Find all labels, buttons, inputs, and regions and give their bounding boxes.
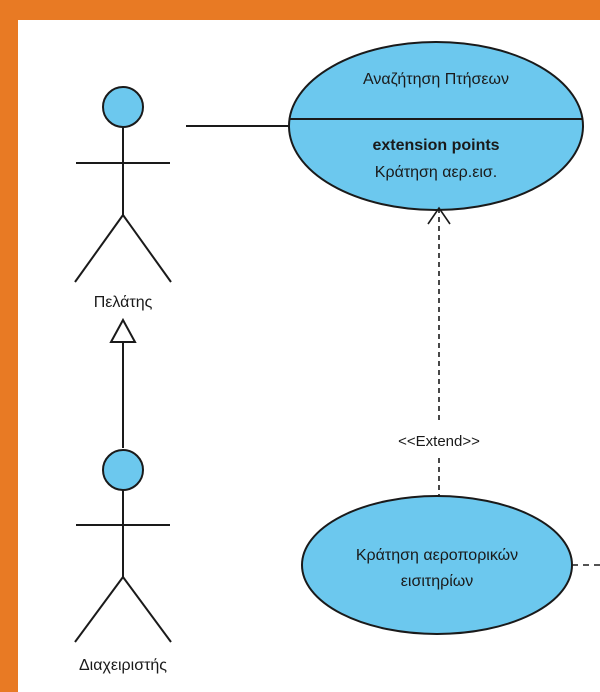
extend-relationship: <<Extend>>	[398, 206, 480, 496]
actor-admin[interactable]: Διαχειριστής	[74, 449, 172, 674]
use-case-diagram: Πελάτης Διαχειριστής Α	[74, 41, 600, 674]
actor-admin-right-leg	[122, 576, 172, 643]
diagram-canvas: Πελάτης Διαχειριστής Α	[18, 20, 600, 692]
use-case-book-tickets-name-line1: Κράτηση αεροπορικών	[356, 547, 518, 564]
use-case-book-tickets[interactable]: Κράτηση αεροπορικών εισιτηρίων	[301, 495, 573, 635]
actor-customer[interactable]: Πελάτης	[74, 86, 172, 311]
actor-customer-left-leg	[74, 214, 124, 283]
actor-customer-head	[102, 86, 144, 128]
use-case-search-flights-shape	[288, 41, 584, 211]
actor-admin-head	[102, 449, 144, 491]
actor-customer-label: Πελάτης	[94, 294, 153, 311]
extend-arrowhead	[427, 206, 451, 225]
extension-points-title: extension points	[372, 137, 499, 154]
generalization-arrowhead	[109, 317, 137, 343]
use-case-search-flights[interactable]: Αναζήτηση Πτήσεων extension points Κράτη…	[288, 41, 584, 211]
actor-customer-right-leg	[122, 214, 172, 283]
actor-admin-label: Διαχειριστής	[79, 657, 167, 674]
actor-admin-left-leg	[74, 576, 124, 643]
generalization-admin-to-customer	[109, 317, 137, 448]
use-case-book-tickets-shape	[301, 495, 573, 635]
use-case-book-tickets-name-line2: εισιτηρίων	[401, 573, 473, 590]
use-case-search-flights-name: Αναζήτηση Πτήσεων	[363, 71, 509, 88]
extend-stereotype-label: <<Extend>>	[398, 433, 480, 450]
extension-point-item: Κράτηση αερ.εισ.	[375, 164, 497, 181]
